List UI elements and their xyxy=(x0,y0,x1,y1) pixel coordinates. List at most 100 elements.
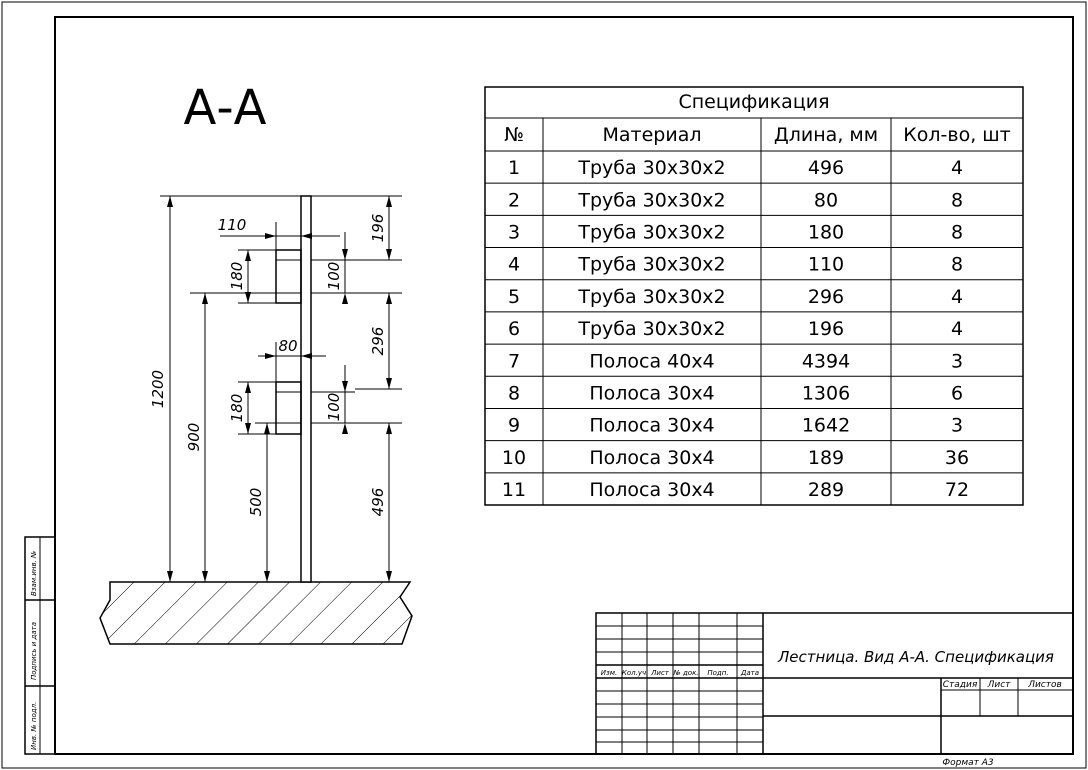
title-block xyxy=(595,612,1074,755)
spec-row: 5 Труба 30х30х2 296 4 xyxy=(508,286,963,308)
spec-cell: 36 xyxy=(945,447,969,469)
dim-110: 110 xyxy=(218,216,247,234)
spec-cell: 196 xyxy=(808,318,844,340)
dimension-arrows xyxy=(167,196,392,582)
spec-cell: 289 xyxy=(808,479,844,501)
specification-table: Спецификация № Материал Длина, мм Кол-во, ш… xyxy=(484,86,1024,506)
spec-cell: 4 xyxy=(508,254,520,276)
spec-cell: 11 xyxy=(502,479,526,501)
dim-1200: 1200 xyxy=(149,370,167,408)
spec-header-cell: Материал xyxy=(603,124,702,146)
tb-title: Лестница. Вид А-А. Спецификация xyxy=(777,648,1054,666)
spec-title: Спецификация xyxy=(678,91,829,113)
spec-cell: Полоса 40х4 xyxy=(589,350,714,372)
spec-cell: 180 xyxy=(808,222,844,244)
top-bracket xyxy=(275,249,302,304)
tb-format: Формат А3 xyxy=(942,758,994,768)
spec-header-cell: Длина, мм xyxy=(774,124,878,146)
spec-row: 10 Полоса 30х4 189 36 xyxy=(502,447,969,469)
spec-cell: 496 xyxy=(808,157,844,179)
spec-row: 8 Полоса 30х4 1306 6 xyxy=(508,382,963,404)
spec-cell: 6 xyxy=(508,318,520,340)
spec-row: 6 Труба 30х30х2 196 4 xyxy=(508,318,963,340)
tb-sheets: Листов xyxy=(1027,680,1062,690)
spec-cell: Труба 30х30х2 xyxy=(577,286,725,308)
spec-cell: 4 xyxy=(951,318,963,340)
spec-cell: Труба 30х30х2 xyxy=(577,318,725,340)
spec-row: 2 Труба 30х30х2 80 8 xyxy=(508,189,963,211)
spec-cell: Труба 30х30х2 xyxy=(577,222,725,244)
spec-row: 3 Труба 30х30х2 180 8 xyxy=(508,222,963,244)
spec-header-cell: № xyxy=(504,124,524,146)
title-block-texts: Изм. Кол.уч Лист № док. Подп. Дата Лестн… xyxy=(601,648,1062,768)
spec-cell: 3 xyxy=(951,350,963,372)
spec-cell: 4 xyxy=(951,286,963,308)
sheet-frame xyxy=(54,16,1074,755)
spec-cell: 189 xyxy=(808,447,844,469)
side-stamp-sign: Подпись и дата xyxy=(30,622,38,680)
dim-100-bottom: 100 xyxy=(325,393,343,422)
spec-cell: Полоса 30х4 xyxy=(589,382,714,404)
spec-cell: 8 xyxy=(508,382,520,404)
tb-col-sign: Подп. xyxy=(707,669,728,677)
spec-cell: 8 xyxy=(951,189,963,211)
tb-sheet: Лист xyxy=(987,680,1012,690)
spec-cell: 296 xyxy=(808,286,844,308)
spec-cell: 8 xyxy=(951,254,963,276)
side-stamp-replace: Взам.инв. № xyxy=(30,551,38,596)
spec-row: 4 Труба 30х30х2 110 8 xyxy=(508,254,963,276)
tb-col-doc: № док. xyxy=(672,669,698,677)
spec-cell: 6 xyxy=(951,382,963,404)
dim-500: 500 xyxy=(247,488,265,517)
spec-cell: Труба 30х30х2 xyxy=(577,157,725,179)
spec-cell: 8 xyxy=(951,222,963,244)
tb-col-koluch: Кол.уч xyxy=(622,669,646,677)
spec-cell: 72 xyxy=(945,479,969,501)
spec-cell: 7 xyxy=(508,350,520,372)
spec-cell: 1 xyxy=(508,157,520,179)
spec-cell: 5 xyxy=(508,286,520,308)
spec-cell: 1306 xyxy=(802,382,850,404)
tb-col-izm: Изм. xyxy=(601,669,617,677)
spec-cell: 4394 xyxy=(802,350,850,372)
railing-structure xyxy=(275,195,312,583)
dim-80: 80 xyxy=(278,337,297,355)
spec-cell: 3 xyxy=(951,415,963,437)
spec-cell: 1642 xyxy=(802,415,850,437)
tb-col-list: Лист xyxy=(650,669,670,677)
spec-cell: Полоса 30х4 xyxy=(589,447,714,469)
spec-cell: 3 xyxy=(508,222,520,244)
spec-cell: Полоса 30х4 xyxy=(589,479,714,501)
view-label: А-А xyxy=(184,80,267,136)
spec-header-cell: Кол-во, шт xyxy=(903,124,1010,146)
dim-296: 296 xyxy=(369,327,387,356)
spec-cell: 2 xyxy=(508,189,520,211)
spec-cell: 10 xyxy=(502,447,526,469)
spec-row: 1 Труба 30х30х2 496 4 xyxy=(508,157,963,179)
spec-cell: 80 xyxy=(814,189,838,211)
spec-cell: 110 xyxy=(808,254,844,276)
tb-stage: Стадия xyxy=(943,680,978,690)
dim-196: 196 xyxy=(369,214,387,243)
spec-cell: 4 xyxy=(951,157,963,179)
dim-900: 900 xyxy=(185,423,203,452)
spec-row: 7 Полоса 40х4 4394 3 xyxy=(508,350,963,372)
side-stamp-inv: Инв. № подл. xyxy=(30,702,38,750)
tb-col-date: Дата xyxy=(740,669,759,677)
spec-cell: Труба 30х30х2 xyxy=(577,254,725,276)
dim-100-top: 100 xyxy=(325,262,343,291)
spec-row: 11 Полоса 30х4 289 72 xyxy=(502,479,969,501)
spec-cell: 9 xyxy=(508,415,520,437)
dim-180-top: 180 xyxy=(228,262,246,291)
dim-496: 496 xyxy=(369,488,387,517)
vertical-post xyxy=(300,195,312,583)
dimension-texts: 110 80 1200 900 500 180 180 100 100 196 … xyxy=(149,214,387,517)
dim-180-bottom: 180 xyxy=(228,394,246,423)
spec-cell: Труба 30х30х2 xyxy=(577,189,725,211)
bottom-bracket xyxy=(275,381,302,435)
dimension-lines xyxy=(160,195,402,582)
side-stamps: Взам.инв. № Подпись и дата Инв. № подл. xyxy=(24,536,56,755)
